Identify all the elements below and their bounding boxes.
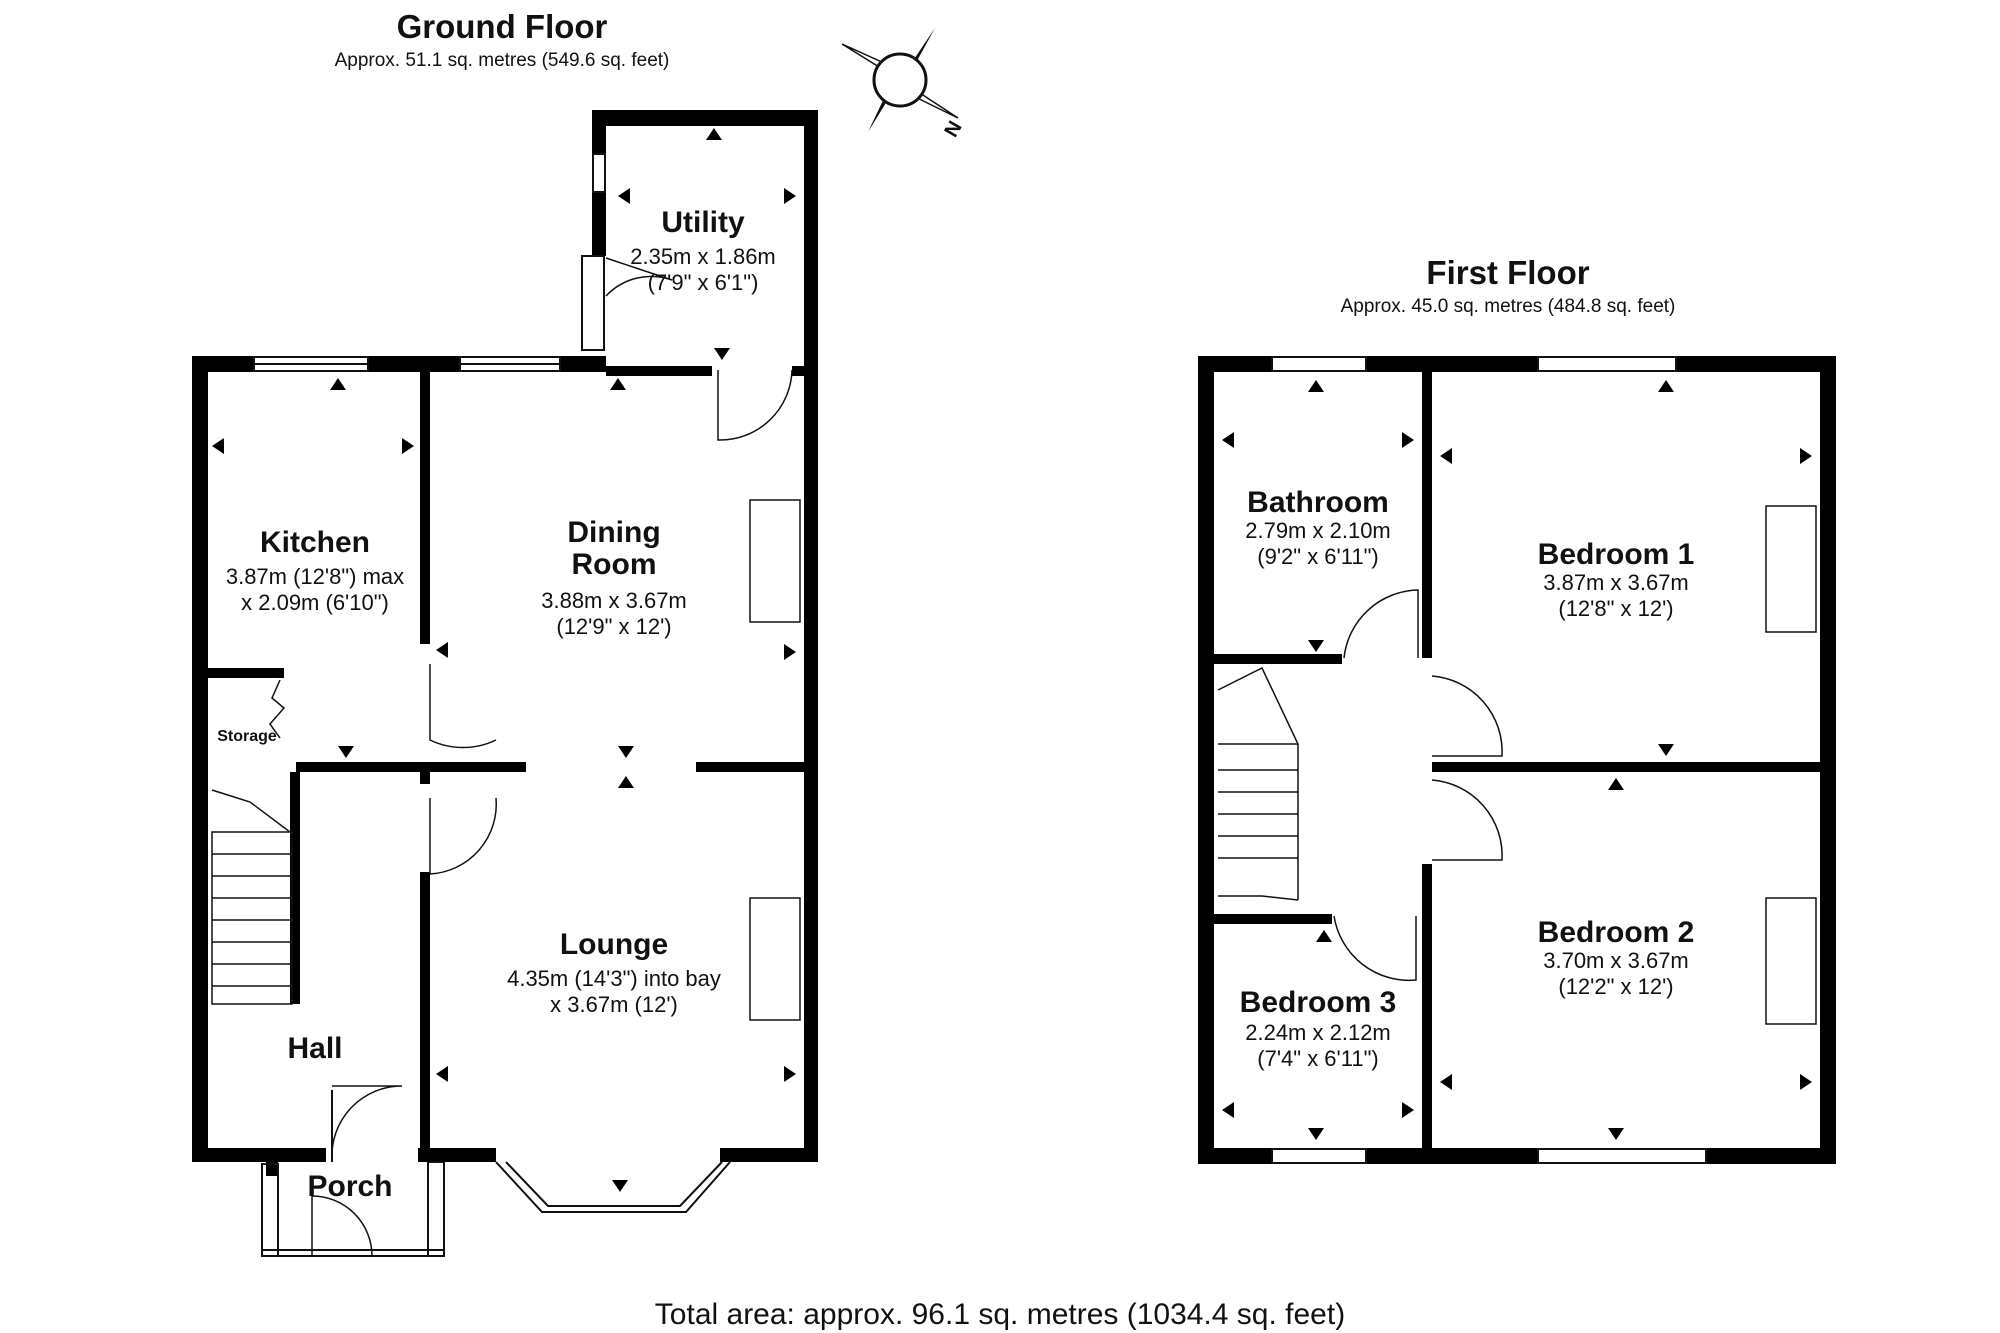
utility-name: Utility (661, 206, 745, 239)
lounge-dim2: x 3.67m (12') (550, 992, 678, 1017)
dining-name-line1: Dining (567, 516, 661, 549)
bathroom-dim2: (9'2" x 6'11") (1257, 544, 1379, 569)
dining-dim1: 3.88m x 3.67m (541, 588, 687, 613)
first-floor-title: First Floor (1426, 254, 1590, 291)
first-floor-staircase (1217, 666, 1299, 901)
storage-name: Storage (217, 728, 277, 745)
first-floor-walls (1198, 356, 1836, 1164)
ground-floor-doors (311, 257, 793, 1257)
porch-name: Porch (307, 1170, 393, 1203)
bathroom-dim1: 2.79m x 2.10m (1245, 518, 1391, 543)
ground-floor-walls (192, 110, 818, 1176)
lounge-dim1: 4.35m (14'3") into bay (507, 966, 721, 991)
bedroom3-dim1: 2.24m x 2.12m (1245, 1020, 1391, 1045)
first-floor-fireplaces (1765, 505, 1817, 1025)
first-floor-area: Approx. 45.0 sq. metres (484.8 sq. feet) (1340, 296, 1676, 317)
bedroom2-name: Bedroom 2 (1537, 916, 1695, 949)
utility-dim2: (7'9" x 6'1") (647, 270, 759, 295)
bathroom-name: Bathroom (1247, 486, 1389, 519)
ground-fireplaces (749, 499, 801, 1021)
bedroom3-dim2: (7'4" x 6'11") (1257, 1046, 1379, 1071)
ground-staircase (211, 679, 293, 1005)
first-floor-arrows (1222, 380, 1812, 1140)
total-area: Total area: approx. 96.1 sq. metres (103… (654, 1298, 1346, 1331)
ground-arrows (212, 128, 796, 1192)
hall-name: Hall (287, 1032, 343, 1065)
first-floor-windows (1271, 356, 1707, 1164)
ground-floor-title: Ground Floor (396, 8, 608, 45)
bedroom2-dim2: (12'2" x 12') (1558, 974, 1674, 999)
kitchen-dim2: x 2.09m (6'10") (241, 590, 389, 615)
ground-floor-windows (253, 153, 606, 372)
lounge-name: Lounge (559, 928, 669, 961)
compass-icon (841, 28, 959, 132)
utility-dim1: 2.35m x 1.86m (630, 244, 776, 269)
kitchen-dim1: 3.87m (12'8") max (225, 564, 405, 589)
bedroom1-dim2: (12'8" x 12') (1558, 596, 1674, 621)
bedroom3-name: Bedroom 3 (1239, 986, 1397, 1019)
kitchen-name: Kitchen (259, 526, 371, 559)
bay-window (495, 1161, 731, 1213)
first-floor-doors (1333, 589, 1503, 982)
bedroom1-name: Bedroom 1 (1537, 538, 1695, 571)
ground-floor-area: Approx. 51.1 sq. metres (549.6 sq. feet) (334, 50, 670, 71)
bedroom2-dim1: 3.70m x 3.67m (1543, 948, 1689, 973)
bedroom1-dim1: 3.87m x 3.67m (1543, 570, 1689, 595)
dining-name-line2: Room (571, 548, 657, 581)
dining-dim2: (12'9" x 12') (556, 614, 672, 639)
